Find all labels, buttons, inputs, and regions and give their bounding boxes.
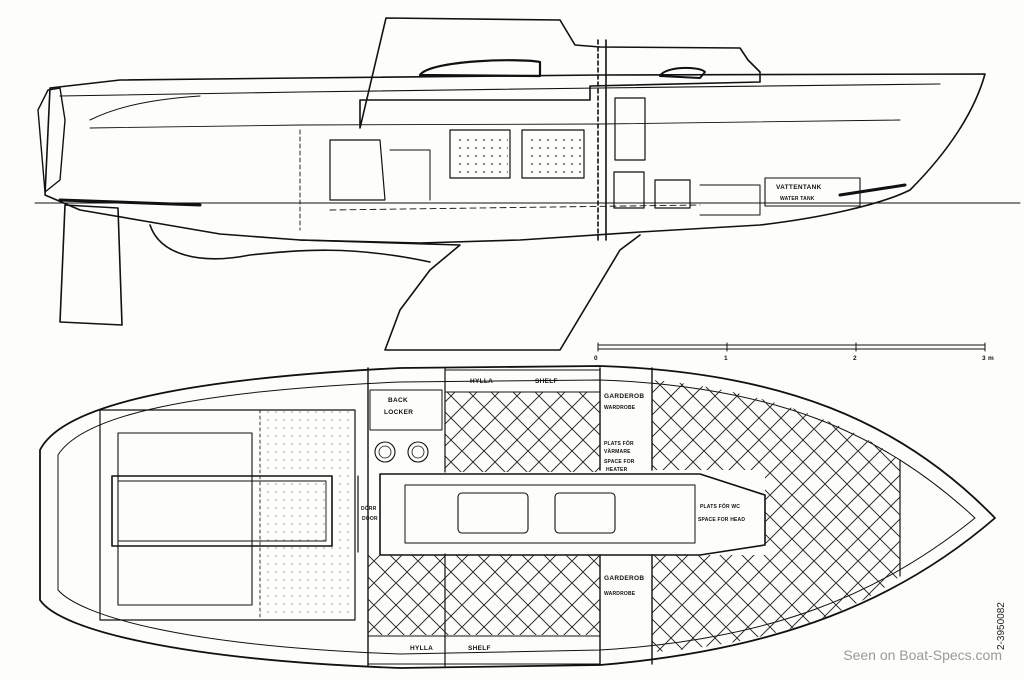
shelf-bottom-label-1: HYLLA	[410, 645, 433, 652]
cabin-window-fwd	[659, 66, 706, 79]
wardrobe-bottom-label-2: WARDROBE	[604, 591, 636, 597]
cabin-trunk	[359, 17, 761, 129]
shelf-top-label-1: HYLLA	[470, 378, 493, 385]
scale-tick-1: 1	[724, 355, 728, 362]
wardrobe-top-label-2: WARDROBE	[604, 405, 636, 411]
door-label-2: DOOR	[362, 516, 378, 522]
forepeak-label-2: SPACE FOR HEAD	[698, 517, 745, 523]
shelf-top-label-2: SHELF	[535, 378, 558, 385]
heater-label-3: SPACE FOR	[604, 459, 635, 465]
scale-tick-3: 3 m	[982, 355, 994, 362]
heater-label-4: HEATER	[606, 467, 628, 473]
keel	[299, 234, 641, 351]
hull-plan-outline	[39, 365, 996, 669]
hull-outline	[44, 73, 986, 244]
water-tank-label-1: VATTENTANK	[776, 184, 822, 191]
scale-tick-2: 2	[853, 355, 857, 362]
water-tank-label-2: WATER TANK	[780, 196, 815, 202]
profile-view	[34, 17, 1021, 351]
heater-label-2: VÄRMARE	[604, 448, 631, 455]
cushion-patterns	[260, 136, 900, 652]
cabin-window-main	[418, 59, 542, 78]
wardrobe-bottom-label-1: GARDEROB	[604, 575, 644, 582]
back-locker-label-2: LOCKER	[384, 409, 413, 416]
back-locker-label-1: BACK	[388, 397, 408, 404]
rudder	[59, 204, 123, 326]
watermark-text: Seen on Boat-Specs.com	[843, 647, 1002, 663]
heater-label-1: PLATS FÖR	[604, 440, 634, 447]
scale-bar	[597, 342, 986, 352]
forepeak-label-1: PLATS FÖR WC	[700, 503, 740, 510]
shelf-bottom-label-2: SHELF	[468, 645, 491, 652]
drawing-labels: VATTENTANK WATER TANK 0 1 2 3 m HYLLA SH…	[361, 184, 994, 652]
scale-tick-0: 0	[594, 355, 598, 362]
wardrobe-top-label-1: GARDEROB	[604, 393, 644, 400]
door-label-1: DÖRR	[361, 505, 377, 512]
reference-number: 2-3950082	[996, 602, 1007, 650]
transom	[37, 87, 66, 193]
